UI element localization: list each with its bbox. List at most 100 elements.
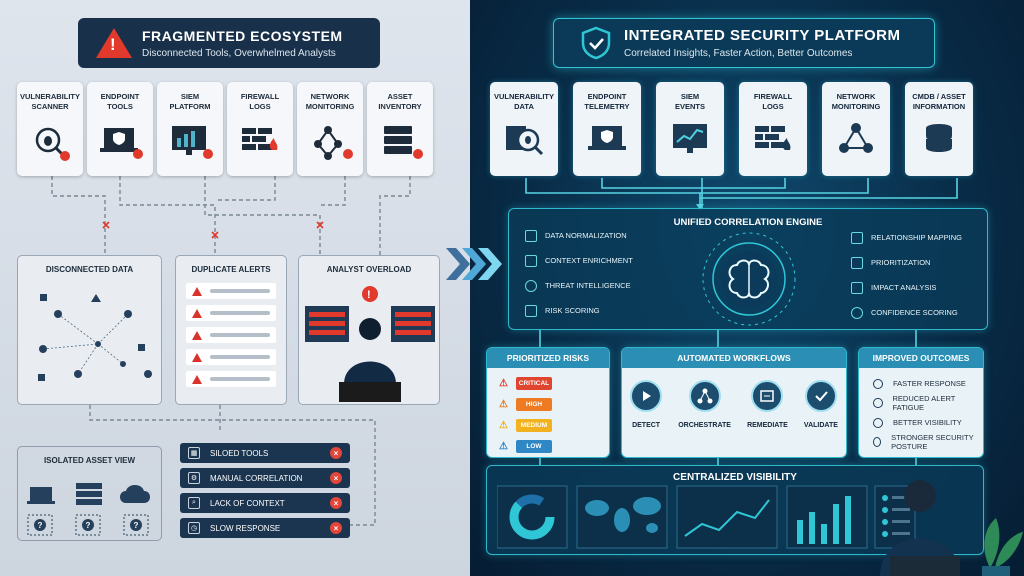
panel-title: ISOLATED ASSET VIEW xyxy=(43,456,136,465)
error-x-icon: × xyxy=(330,447,342,459)
outcome-better-visibility: BETTER VISIBILITY xyxy=(859,413,983,433)
list-icon xyxy=(525,254,537,267)
workflow-label: VALIDATE xyxy=(803,422,838,429)
clock-icon: ◷ xyxy=(188,522,200,534)
fragmented-title: FRAGMENTED ECOSYSTEM xyxy=(142,27,343,44)
panel-title: DISCONNECTED DATA xyxy=(45,265,134,274)
source-label: NETWORK xyxy=(836,92,876,101)
network-icon xyxy=(839,123,873,153)
risks-title: PRIORITIZED RISKS xyxy=(487,348,609,368)
source-label: CMDB / ASSET xyxy=(912,92,966,101)
issue-label: MANUAL CORRELATION xyxy=(210,473,303,483)
tool-card-asset-inventory: ASSET INVENTORY xyxy=(367,82,433,176)
tool-label: ASSET xyxy=(387,92,413,101)
engine-left-features: DATA NORMALIZATION CONTEXT ENRICHMENT TH… xyxy=(525,223,633,323)
shield-icon xyxy=(525,304,537,317)
issues-list: ▦SILOED TOOLS× ⚙MANUAL CORRELATION× ⌕LAC… xyxy=(180,443,350,538)
tool-label: SCANNER xyxy=(31,102,69,111)
alert-icon xyxy=(192,286,202,296)
bug-magnifier-icon xyxy=(506,126,544,156)
warning-icon: ! xyxy=(96,28,132,58)
panel-title: DUPLICATE ALERTS xyxy=(191,265,271,274)
source-label: SIEM xyxy=(680,92,700,101)
outcome-label: FASTER RESPONSE xyxy=(893,379,966,389)
duplicate-alert-row xyxy=(186,371,276,387)
feature-confidence-scoring: CONFIDENCE SCORING xyxy=(851,300,962,325)
error-x-icon: × xyxy=(330,472,342,484)
isolated-assets-graphic: ??? xyxy=(27,483,150,536)
list-icon xyxy=(851,256,863,269)
feature-label: PRIORITIZATION xyxy=(871,258,931,267)
network-icon xyxy=(688,380,721,412)
transition-arrows xyxy=(446,248,502,280)
feature-risk-scoring: RISK SCORING xyxy=(525,298,633,323)
outcomes-title: IMPROVED OUTCOMES xyxy=(859,348,983,368)
svg-text:?: ? xyxy=(38,521,43,530)
issue-label: SILOED TOOLS xyxy=(210,448,269,458)
risk-levels: ⚠CRITICAL ⚠HIGH ⚠ MEDIUM ⚠LOW xyxy=(487,368,609,457)
duplicate-alert-row xyxy=(186,327,276,343)
confident-analyst-illustration xyxy=(880,480,1023,576)
laptop-shield-icon xyxy=(588,126,626,150)
tool-label: PLATFORM xyxy=(169,102,211,111)
issue-label: LACK OF CONTEXT xyxy=(210,498,285,508)
feature-threat-intelligence: THREAT INTELLIGENCE xyxy=(525,273,633,298)
workflow-label: REMEDIATE xyxy=(747,422,788,429)
analyst-overload-panel: ANALYST OVERLOAD ! xyxy=(298,255,440,405)
tool-label: INVENTORY xyxy=(378,102,422,111)
source-label: MONITORING xyxy=(831,102,881,111)
issue-manual-correlation: ⚙MANUAL CORRELATION× xyxy=(180,468,350,488)
workflow-label: DETECT xyxy=(632,422,661,429)
risk-low: ⚠LOW xyxy=(499,436,609,457)
firewall-icon xyxy=(242,128,278,150)
error-x-icon: × xyxy=(330,497,342,509)
server-icon xyxy=(384,126,423,159)
shield-icon xyxy=(873,437,882,448)
risk-medium: ⚠ MEDIUM xyxy=(499,415,609,436)
source-card-network-monitoring: NETWORK MONITORING xyxy=(822,82,890,176)
workflow-label: ORCHESTRATE xyxy=(678,422,731,429)
feature-prioritization: PRIORITIZATION xyxy=(851,250,962,275)
alert-icon: ⚠ xyxy=(499,420,508,431)
workflow-step-remediate: REMEDIATE xyxy=(747,380,788,429)
monitor-chart-icon xyxy=(172,126,213,159)
duplicate-alert-row xyxy=(186,305,276,321)
outcome-list: FASTER RESPONSE REDUCED ALERT FATIGUE BE… xyxy=(859,368,983,452)
source-card-endpoint-telemetry: ENDPOINT TELEMETRY xyxy=(573,82,641,176)
risk-pill: MEDIUM xyxy=(515,419,552,432)
feature-label: RISK SCORING xyxy=(545,306,600,315)
scattered-nodes-graphic xyxy=(38,294,152,381)
tool-label: MONITORING xyxy=(305,102,355,111)
feature-label: DATA NORMALIZATION xyxy=(545,231,627,240)
alert-icon xyxy=(192,374,202,384)
feature-label: CONTEXT ENRICHMENT xyxy=(545,256,633,265)
issue-label: SLOW RESPONSE xyxy=(210,523,281,533)
source-label: FIREWALL xyxy=(753,92,793,101)
outcome-label: STRONGER SECURITY POSTURE xyxy=(891,433,974,452)
source-label: DATA xyxy=(514,102,534,111)
risk-critical: ⚠CRITICAL xyxy=(499,373,609,394)
source-label: LOGS xyxy=(762,102,784,111)
alert-icon: ⚠ xyxy=(499,441,508,452)
tool-label: ENDPOINT xyxy=(100,92,140,101)
svg-text:!: ! xyxy=(367,289,371,301)
integrated-title: INTEGRATED SECURITY PLATFORM xyxy=(624,27,901,44)
feature-label: RELATIONSHIP MAPPING xyxy=(871,233,962,242)
tool-label: TOOLS xyxy=(107,102,133,111)
feature-label: IMPACT ANALYSIS xyxy=(871,283,937,292)
tool-label: VULNERABILITY xyxy=(20,92,80,101)
eye-icon xyxy=(873,417,883,428)
workflow-step-orchestrate: ORCHESTRATE xyxy=(678,380,731,429)
firewall-icon xyxy=(755,126,791,150)
workflow-step-detect: DETECT xyxy=(630,380,663,429)
risk-high: ⚠HIGH xyxy=(499,394,609,415)
source-card-cmdb-asset-information: CMDB / ASSET INFORMATION xyxy=(905,82,973,176)
check-icon xyxy=(804,380,837,412)
improved-outcomes-panel: IMPROVED OUTCOMES FASTER RESPONSE REDUCE… xyxy=(858,347,984,458)
tool-label: LOGS xyxy=(249,102,271,111)
tool-card-network-monitoring: NETWORK MONITORING xyxy=(297,82,363,176)
tool-label: FIREWALL xyxy=(240,92,280,101)
svg-text:?: ? xyxy=(134,521,139,530)
tool-card-endpoint-tools: ENDPOINT TOOLS xyxy=(87,82,153,176)
